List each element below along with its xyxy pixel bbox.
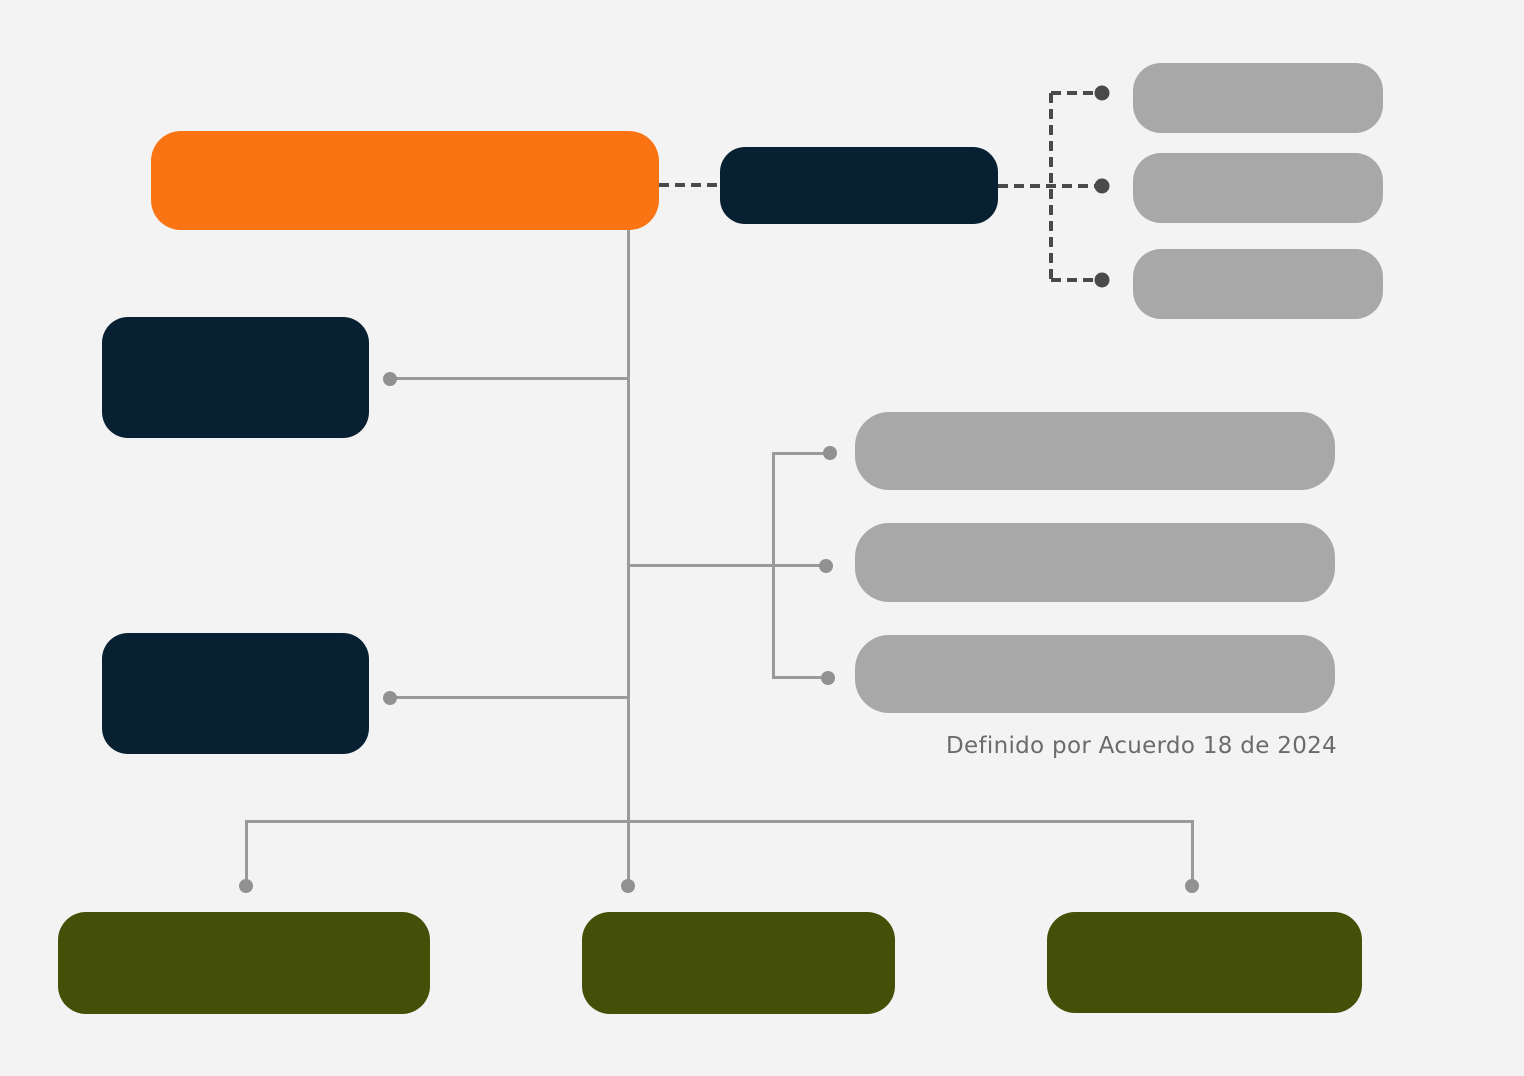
bottom-node-2 (582, 912, 895, 1014)
left-node-2 (102, 633, 369, 754)
left-node-1 (102, 317, 369, 438)
bottom-node-1 (58, 912, 430, 1014)
dashed-connector-advisory-bottom (1051, 278, 1098, 282)
secondary-node (720, 147, 998, 224)
connector-bottom-right-drop (1191, 820, 1194, 886)
connector-dot (239, 879, 253, 893)
advisory-node-3 (1133, 249, 1383, 319)
dashed-connector-secondary-middle (998, 184, 1098, 188)
connector-dot (821, 671, 835, 685)
connector-dot (383, 372, 397, 386)
connector-left-node-1 (390, 377, 628, 380)
dashed-connector-root-secondary (659, 183, 720, 187)
advisory-node-1 (1133, 63, 1383, 133)
connector-dot (1185, 879, 1199, 893)
connector-bottom-left-drop (245, 820, 248, 886)
dashed-connector-dot (1094, 272, 1110, 288)
root-node (151, 131, 659, 230)
dashed-connector-advisory-top (1051, 91, 1098, 95)
advisory-node-2 (1133, 153, 1383, 223)
detail-node-3 (855, 635, 1335, 713)
connector-dot (823, 446, 837, 460)
dashed-connector-dot (1094, 178, 1110, 194)
dashed-connector-dot (1094, 85, 1110, 101)
dashed-connector-vertical (1049, 93, 1053, 280)
connector-trunk-vertical (627, 230, 630, 886)
connector-detail-middle (628, 564, 826, 567)
connector-dot (621, 879, 635, 893)
connector-detail-vertical (772, 452, 775, 679)
detail-node-2 (855, 523, 1335, 602)
connector-bottom-horizontal (246, 820, 1192, 823)
connector-detail-bottom (773, 676, 828, 679)
connector-detail-top (773, 452, 830, 455)
detail-node-1 (855, 412, 1335, 490)
connector-left-node-2 (390, 696, 628, 699)
connector-dot (383, 691, 397, 705)
bottom-node-3 (1047, 912, 1362, 1013)
annotation-text: Definido por Acuerdo 18 de 2024 (946, 733, 1337, 759)
connector-dot (819, 559, 833, 573)
